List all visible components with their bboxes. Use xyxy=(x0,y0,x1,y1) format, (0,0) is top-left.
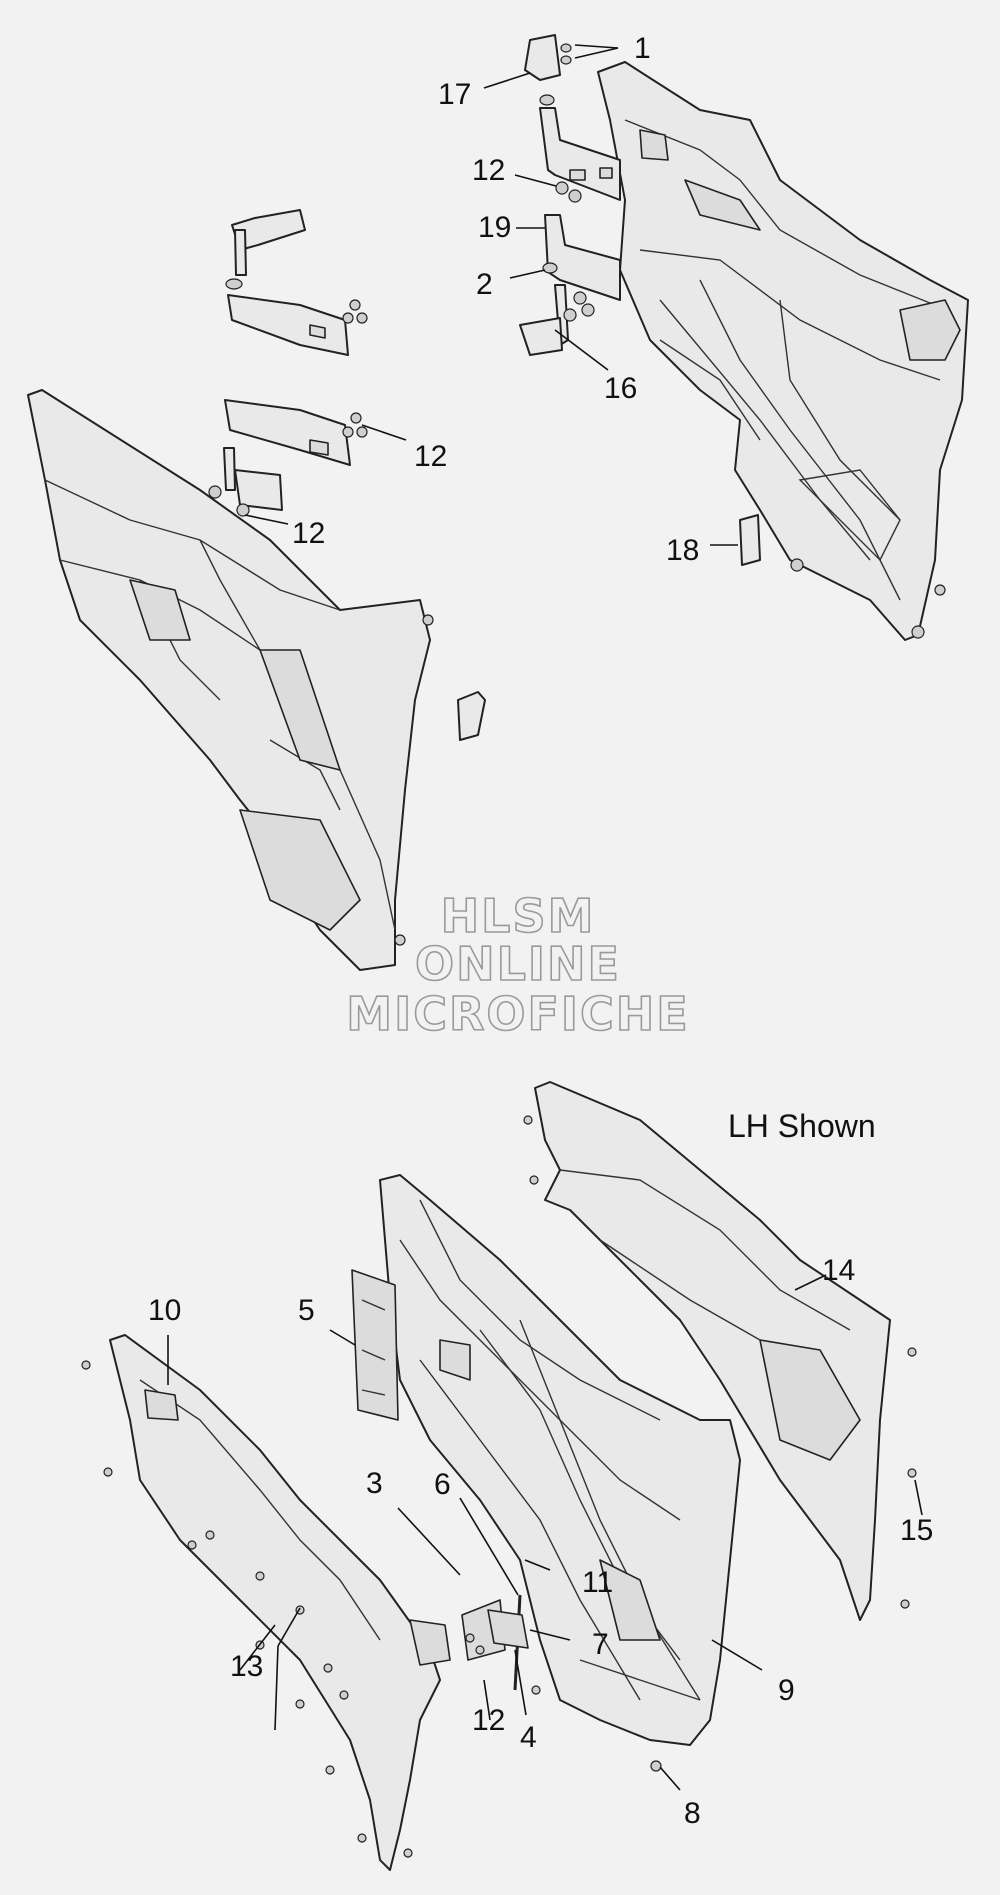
callout-7: 7 xyxy=(592,1628,609,1661)
callout-labels: 1 17 12 19 2 16 12 12 18 14 10 5 3 6 11 … xyxy=(148,32,933,1830)
view-note: LH Shown xyxy=(728,1108,876,1144)
callout-9: 9 xyxy=(778,1674,795,1707)
callout-12: 12 xyxy=(472,1704,505,1737)
callout-12: 12 xyxy=(472,154,505,187)
callout-3: 3 xyxy=(366,1467,383,1500)
callout-12: 12 xyxy=(292,517,325,550)
callout-5: 5 xyxy=(298,1294,315,1327)
callout-4: 4 xyxy=(520,1721,537,1754)
upper-hinge-set xyxy=(519,34,761,566)
callout-6: 6 xyxy=(434,1468,451,1501)
upper-left-hinge-set xyxy=(208,209,486,741)
upper-right-door-panel xyxy=(597,61,969,641)
leader-lines xyxy=(167,44,923,1791)
callout-12: 12 xyxy=(414,440,447,473)
watermark-line-2: ONLINE xyxy=(415,937,621,991)
callout-1: 1 xyxy=(634,32,651,65)
callout-2: 2 xyxy=(476,268,493,301)
watermark-line-3: MICROFICHE xyxy=(346,987,689,1041)
callout-13: 13 xyxy=(230,1650,263,1683)
upper-left-door-panel xyxy=(27,389,434,971)
lower-screws xyxy=(81,1115,917,1858)
callout-19: 19 xyxy=(478,211,511,244)
callout-17: 17 xyxy=(438,78,471,111)
callout-14: 14 xyxy=(822,1254,855,1287)
lower-door-exploded xyxy=(109,1081,891,1871)
callout-11: 11 xyxy=(582,1566,613,1599)
callout-16: 16 xyxy=(604,372,637,405)
watermark-line-1: HLSM xyxy=(441,889,596,943)
callout-10: 10 xyxy=(148,1294,181,1327)
callout-8: 8 xyxy=(684,1797,701,1830)
callout-15: 15 xyxy=(900,1514,933,1547)
watermark: HLSM ONLINE MICROFICHE xyxy=(345,888,689,1042)
callout-18: 18 xyxy=(666,534,699,567)
